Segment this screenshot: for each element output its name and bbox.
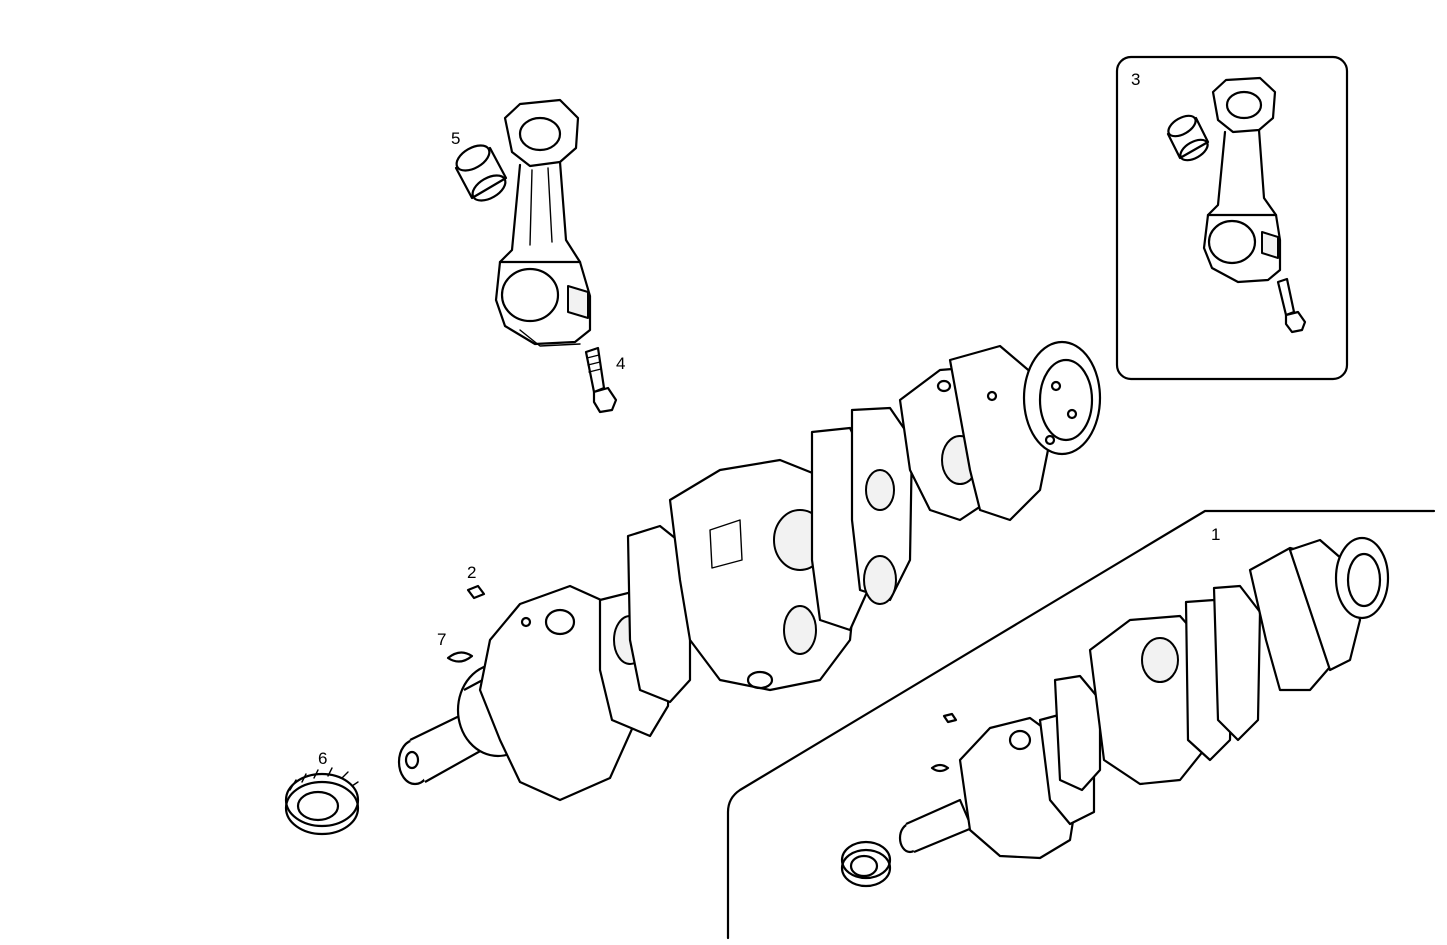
- callout-5: 5: [451, 129, 460, 148]
- dowel-pin: [466, 584, 486, 600]
- inset-bushing: [1166, 114, 1210, 162]
- crankshaft: [397, 340, 1102, 802]
- inset-box-connecting-rod-assembly: [1115, 55, 1349, 381]
- callout-3: 3: [1131, 70, 1140, 89]
- small-timing-gear: [840, 840, 892, 888]
- inset-bolt: [1276, 277, 1307, 334]
- connecting-rod-bolt: [584, 346, 618, 414]
- connecting-rod: [494, 98, 592, 347]
- small-end-bushing: [454, 144, 508, 202]
- callout-6: 6: [318, 749, 327, 768]
- small-dowel-pin: [942, 712, 958, 724]
- crankshaft-assembly-small: [898, 536, 1390, 860]
- woodruff-key: [446, 651, 474, 663]
- callout-2: 2: [467, 563, 476, 582]
- small-key: [930, 763, 950, 773]
- callout-4: 4: [616, 354, 625, 373]
- inset-connecting-rod: [1202, 76, 1282, 284]
- timing-gear: [284, 767, 360, 836]
- crankshaft-assembly-frame: [726, 509, 1436, 940]
- callout-7: 7: [437, 630, 446, 649]
- callout-1: 1: [1211, 525, 1220, 544]
